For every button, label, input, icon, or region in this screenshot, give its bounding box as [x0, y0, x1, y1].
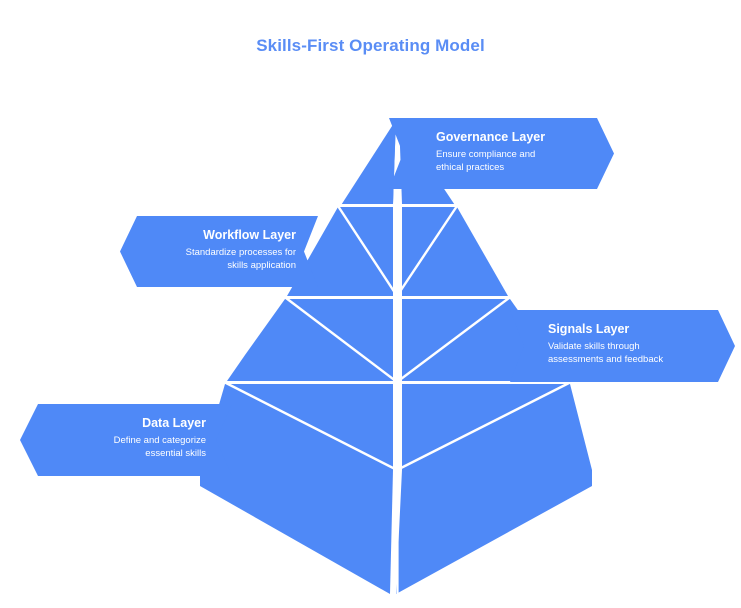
callout-governance-title: Governance Layer — [436, 130, 546, 144]
callout-governance-description-line1: Ensure compliance and — [436, 149, 536, 160]
separator-v-tier2-tier3 — [285, 297, 510, 384]
pyramid-tier-workflow-left-face[interactable] — [287, 207, 393, 296]
pyramid-tier-data[interactable] — [200, 384, 592, 595]
callout-data-title: Data Layer — [142, 416, 206, 430]
callout-data[interactable]: Data Layer Define and categorize essenti… — [20, 404, 232, 476]
callout-data-description-line2: essential skills — [145, 447, 206, 459]
callout-signals-description-line2: assessments and feedback — [548, 353, 664, 365]
callout-signals-description: Validate skills through assessments and … — [548, 341, 705, 366]
pyramid-tier-data-right-face[interactable] — [396, 384, 592, 594]
pyramid-tier-signals-left-face[interactable] — [227, 299, 393, 381]
callout-governance[interactable]: Governance Layer Ensure compliance and e… — [389, 118, 614, 189]
callout-governance-description: Ensure compliance and ethical practices — [436, 149, 580, 174]
callout-workflow-description-line2: skills application — [227, 259, 296, 271]
callout-data-description: Define and categorize essential skills — [62, 435, 206, 460]
pyramid-tier-workflow[interactable] — [287, 207, 508, 297]
callout-data-description-line1: Define and categorize — [113, 435, 206, 446]
pyramid-tier-data-left-face[interactable] — [200, 384, 393, 594]
callout-governance-description-line2: ethical practices — [436, 161, 505, 173]
callout-workflow[interactable]: Workflow Layer Standardize processes for… — [120, 216, 318, 287]
separator-v-tier3-tier4 — [225, 381, 570, 472]
pyramid-tier-separators — [225, 205, 570, 472]
callout-signals-title: Signals Layer — [548, 322, 630, 336]
callout-workflow-description: Standardize processes for skills applica… — [160, 247, 296, 272]
separator-v-tier1-tier2 — [336, 205, 458, 298]
pyramid-tier-workflow-right-face[interactable] — [402, 207, 508, 296]
outline-apex-left — [339, 117, 397, 206]
callout-workflow-description-line1: Standardize processes for — [185, 247, 296, 258]
callout-signals[interactable]: Signals Layer Validate skills through as… — [510, 310, 735, 382]
callout-signals-description-line1: Validate skills through — [548, 341, 640, 352]
page-title: Skills-First Operating Model — [256, 36, 485, 55]
callout-workflow-title: Workflow Layer — [203, 228, 296, 242]
